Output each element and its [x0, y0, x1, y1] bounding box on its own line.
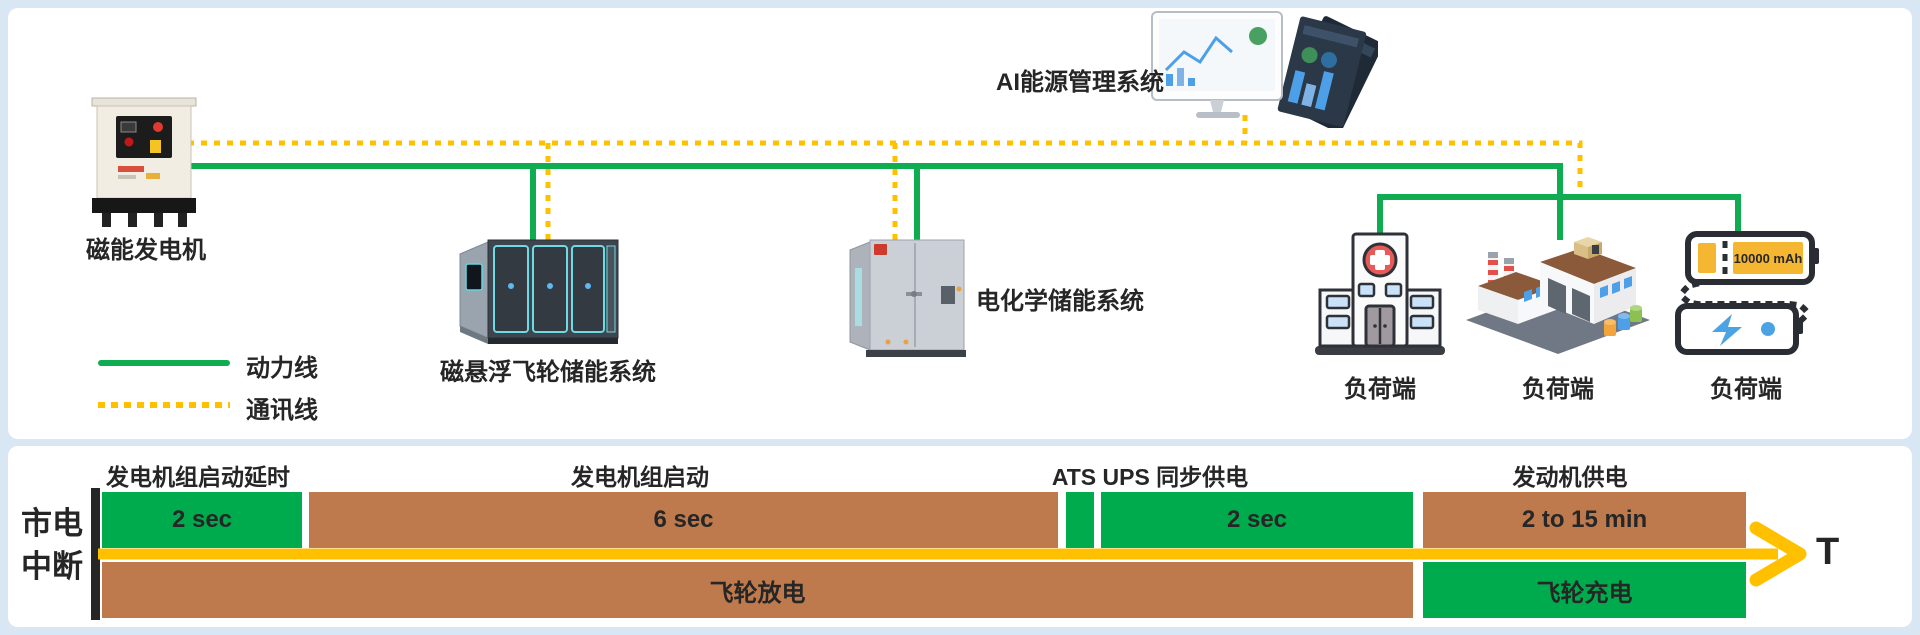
flywheel-label: 磁悬浮飞轮储能系统	[440, 359, 656, 386]
phase-label-gen-start-delay: 发电机组启动延时	[106, 464, 290, 490]
mains-interruption-label: 市电 中断	[21, 506, 83, 584]
bar-gen-start-delay: 2 sec	[102, 492, 302, 548]
power-line-bus	[188, 163, 1741, 241]
legend-comm-line-label: 通讯线	[246, 397, 318, 424]
legend-power-line-swatch	[98, 360, 230, 366]
system-topology-panel	[8, 8, 1912, 439]
hospital-load-illustration	[1315, 232, 1445, 355]
phase-label-engine-supply: 发动机供电	[1512, 464, 1628, 490]
factory-load-illustration	[1466, 237, 1650, 354]
wiring-lines	[188, 115, 1741, 241]
bar-gen-start: 6 sec	[309, 492, 1058, 548]
electrochemical-storage-illustration	[849, 239, 966, 357]
bar-engine-supply: 2 to 15 min	[1423, 492, 1746, 548]
load-label-factory: 负荷端	[1522, 376, 1594, 403]
bar-ups-sync: 2 sec	[1101, 492, 1413, 548]
electrochemical-label: 电化学储能系统	[976, 288, 1144, 315]
phase-label-gen-start: 发电机组启动	[571, 464, 709, 490]
magnetic-generator-illustration	[91, 97, 197, 227]
powerbank-load-illustration: 10000 mAh	[1675, 231, 1819, 355]
time-axis-label: T	[1816, 531, 1840, 573]
comm-line-bus	[188, 115, 1583, 241]
flywheel-storage-illustration	[459, 239, 619, 344]
bar-flywheel-charge: 飞轮充电	[1423, 562, 1746, 618]
legend-comm-line-swatch	[98, 402, 230, 408]
load-label-hospital: 负荷端	[1344, 376, 1416, 403]
load-label-powerbank: 负荷端	[1710, 376, 1782, 403]
interruption-marker-bar	[91, 488, 100, 620]
ai-ems-monitor-illustration	[1151, 11, 1378, 128]
ai-ems-label: AI能源管理系统	[996, 69, 1164, 96]
time-axis-arrow	[98, 521, 1807, 587]
powerbank-capacity-text: 10000 mAh	[1734, 251, 1803, 266]
generator-label: 磁能发电机	[86, 237, 206, 264]
bar-ats-transfer	[1066, 492, 1094, 548]
bar-flywheel-discharge: 飞轮放电	[102, 562, 1413, 618]
legend-power-line-label: 动力线	[246, 355, 318, 382]
phase-label-ats-ups: ATS UPS 同步供电	[1051, 464, 1249, 490]
